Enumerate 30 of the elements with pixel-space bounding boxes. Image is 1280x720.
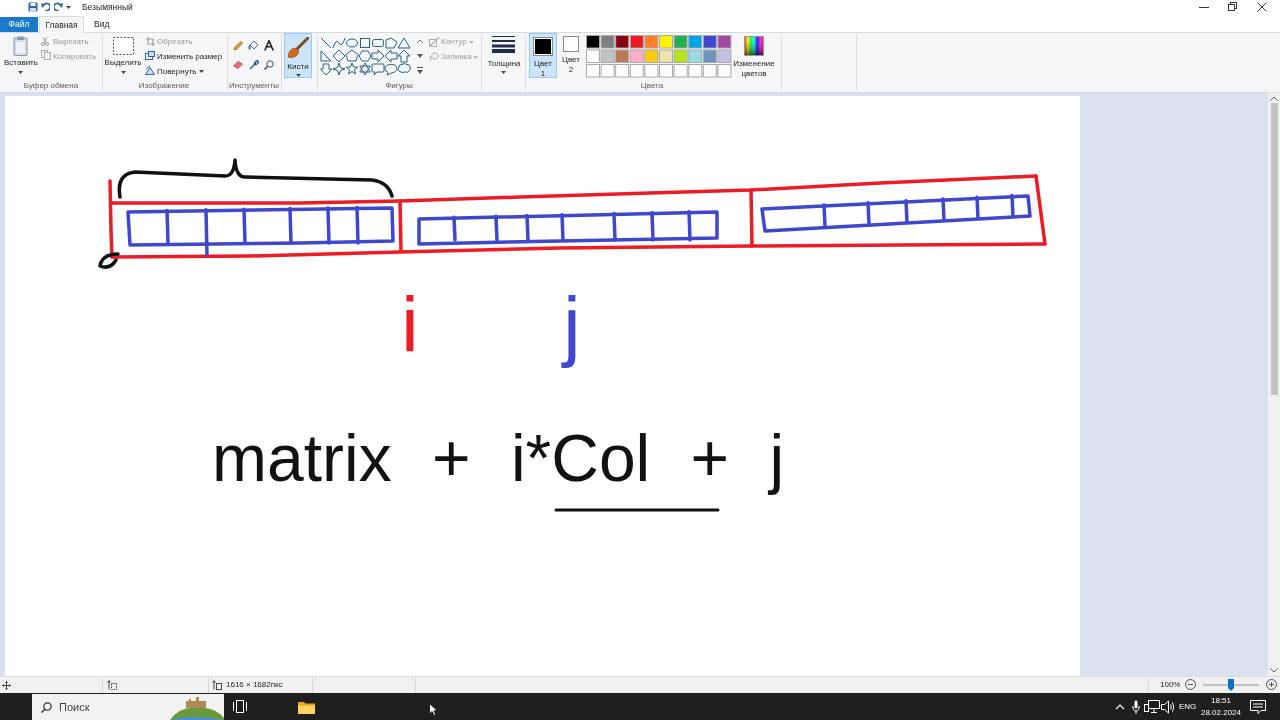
group-caption: Изображение	[137, 81, 191, 91]
copy-command: Копировать	[53, 52, 97, 62]
zoom-percentage: 100%	[1160, 680, 1181, 690]
color-2-command: Цвет 2	[558, 33, 584, 78]
window-title: Безымянный	[82, 2, 133, 13]
rotate-command: Повернуть	[157, 67, 197, 77]
group-caption: Фигуры	[384, 81, 414, 91]
fill-command: Заливка	[441, 52, 472, 62]
paste-command: Вставить	[3, 58, 39, 68]
line-width-command: Толщина	[486, 59, 522, 69]
cut-command: Вырезать	[53, 37, 89, 47]
handwritten-letter: i	[400, 286, 420, 364]
home-tab: Главная	[39, 16, 84, 33]
canvas-size-readout: 1616 × 1682пкс	[226, 680, 283, 690]
group-caption: Цвета	[639, 81, 665, 91]
resize-command: Изменить размер	[157, 52, 223, 62]
group-caption: Буфер обмена	[22, 81, 80, 91]
brushes-button: Кисти	[284, 33, 312, 78]
edit-colors-command: Изменение цветов	[729, 33, 779, 78]
search-field: Поиск	[32, 694, 224, 720]
input-language: ENG	[1179, 702, 1197, 712]
view-menu-label: Вид	[94, 19, 110, 30]
clock-time: 18:51	[1210, 696, 1232, 706]
group-caption: Инструменты	[228, 81, 280, 91]
color-1-button: Цвет 1	[529, 33, 557, 78]
clock-date: 28.02.2024	[1200, 708, 1242, 718]
outline-command: Контур	[441, 37, 467, 47]
select-command: Выделить	[103, 58, 143, 68]
crop-command: Обрезать	[157, 37, 193, 47]
file-tab: Файл	[0, 17, 38, 32]
